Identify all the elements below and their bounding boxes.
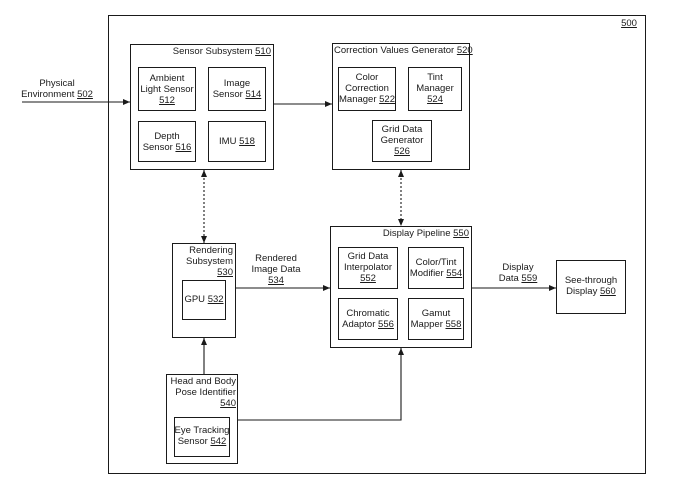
see-through-display [556, 260, 626, 314]
ambient-light-sensor [138, 67, 196, 111]
grid-data-generator-label: Grid Data Generator 526 [380, 124, 424, 157]
depth-sensor [138, 121, 196, 162]
image-sensor [208, 67, 266, 111]
gamut-mapper-label: Gamut Mapper 558 [410, 308, 462, 330]
eye-tracking-sensor-label: Eye Tracking Sensor 542 [174, 425, 230, 447]
color-tint-modifier-label: Color/Tint Modifier 554 [409, 257, 463, 279]
head-body-pose-identifier-label: Head and Body Pose Identifier 540 [170, 376, 237, 409]
imu-label: IMU 518 [219, 136, 255, 147]
tint-manager [408, 67, 462, 111]
color-correction-manager-label: Color Correction Manager 522 [339, 72, 395, 105]
rendered-image-data-label: Rendered Image Data 534 [251, 253, 301, 286]
physical-environment-label: Physical Environment 502 [21, 78, 93, 100]
grid-data-generator [372, 120, 432, 162]
display-data-label: Display Data 559 [498, 262, 538, 284]
see-through-display-label: See-through Display 560 [564, 275, 618, 297]
color-correction-manager [338, 67, 396, 111]
grid-data-interpolator-label: Grid Data Interpolator 552 [343, 251, 393, 284]
ambient-light-sensor-label: Ambient Light Sensor 512 [140, 73, 194, 106]
chromatic-adaptor-label: Chromatic Adaptor 556 [342, 308, 394, 330]
rendering-subsystem-label: Rendering Subsystem 530 [186, 245, 233, 278]
depth-sensor-label: Depth Sensor 516 [142, 131, 192, 153]
device-ref-number: 500 [621, 18, 637, 29]
grid-data-interpolator [338, 247, 398, 289]
arrow-eye-tracking-to-pipeline [238, 348, 404, 421]
chromatic-adaptor [338, 298, 398, 340]
image-sensor-label: Image Sensor 514 [212, 78, 262, 100]
eye-tracking-sensor [174, 417, 230, 457]
imu [208, 121, 266, 162]
gpu [182, 280, 226, 320]
display-pipeline-title: Display Pipeline 550 [382, 228, 469, 239]
sensor-subsystem-title: Sensor Subsystem 510 [172, 46, 271, 57]
correction-values-generator-title: Correction Values Generator 520 [334, 45, 473, 56]
tint-manager-label: Tint Manager 524 [416, 72, 454, 105]
gpu-label: GPU 532 [184, 294, 224, 305]
color-tint-modifier [408, 247, 464, 289]
gamut-mapper [408, 298, 464, 340]
